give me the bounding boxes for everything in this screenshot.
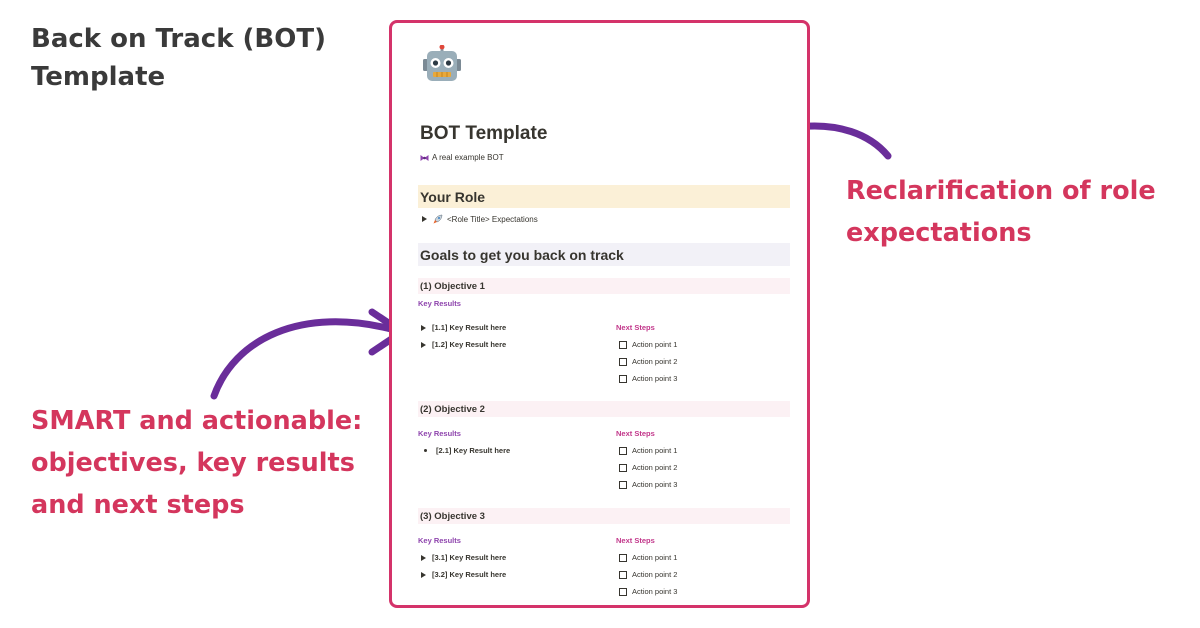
action-item[interactable]: Action point 1	[619, 446, 677, 455]
action-checkbox[interactable]	[619, 463, 627, 472]
next-steps-label: Next Steps	[616, 536, 655, 545]
key-results-label: Key Results	[418, 429, 461, 438]
objective-1-heading: (1) Objective 1	[418, 278, 790, 294]
key-result-text: [1.1] Key Result here	[432, 323, 507, 332]
role-expectations-toggle[interactable]: <Role Title> Expectations	[422, 214, 538, 224]
action-text: Action point 3	[632, 480, 678, 489]
key-results-label: Key Results	[418, 536, 461, 545]
action-item[interactable]: Action point 3	[619, 587, 677, 596]
action-item[interactable]: Action point 2	[619, 357, 677, 366]
objective-3-heading: (3) Objective 3	[418, 508, 790, 524]
role-annotation-line-2: expectations	[846, 218, 1032, 248]
bow-icon	[420, 154, 429, 161]
toggle-triangle-icon[interactable]	[421, 571, 426, 578]
robot-icon	[423, 45, 461, 81]
role-annotation-line-1: Reclarification of role	[846, 176, 1156, 206]
document-subtitle-text: A real example BOT	[432, 153, 504, 162]
action-item[interactable]: Action point 1	[619, 340, 677, 349]
action-text: Action point 3	[632, 374, 678, 383]
goals-heading: Goals to get you back on track	[418, 243, 790, 266]
action-text: Action point 2	[632, 463, 678, 472]
toggle-triangle-icon[interactable]	[421, 324, 426, 331]
action-item[interactable]: Action point 1	[619, 553, 677, 562]
action-item[interactable]: Action point 2	[619, 570, 677, 579]
action-text: Action point 1	[632, 446, 678, 455]
action-checkbox[interactable]	[619, 480, 627, 489]
toggle-triangle-icon[interactable]	[422, 216, 427, 222]
action-checkbox[interactable]	[619, 374, 627, 383]
action-checkbox[interactable]	[619, 587, 627, 596]
action-text: Action point 3	[632, 587, 678, 596]
toggle-triangle-icon[interactable]	[421, 554, 426, 561]
smart-annotation-line-2: objectives, key results	[31, 448, 355, 478]
document-subtitle: A real example BOT	[420, 153, 504, 162]
next-steps-label: Next Steps	[616, 429, 655, 438]
key-result-toggle[interactable]: [1.2] Key Result here	[421, 340, 506, 349]
key-result-text: [1.2] Key Result here	[432, 340, 507, 349]
action-item[interactable]: Action point 2	[619, 463, 677, 472]
action-checkbox[interactable]	[619, 553, 627, 562]
action-item[interactable]: Action point 3	[619, 480, 677, 489]
key-result-text: [2.1] Key Result here	[436, 446, 511, 455]
key-result-text: [3.2] Key Result here	[432, 570, 507, 579]
key-result-item: [2.1] Key Result here	[421, 446, 510, 455]
template-document-card: BOT Template A real example BOT Your Rol…	[389, 20, 810, 608]
toggle-triangle-icon[interactable]	[421, 341, 426, 348]
action-text: Action point 2	[632, 357, 678, 366]
role-annotation: Reclarification of role expectations	[846, 170, 1186, 254]
key-result-toggle[interactable]: [3.2] Key Result here	[421, 570, 506, 579]
action-item[interactable]: Action point 3	[619, 374, 677, 383]
action-checkbox[interactable]	[619, 446, 627, 455]
action-checkbox[interactable]	[619, 570, 627, 579]
key-result-toggle[interactable]: [3.1] Key Result here	[421, 553, 506, 562]
your-role-heading: Your Role	[418, 185, 790, 208]
action-text: Action point 1	[632, 553, 678, 562]
objective-2-heading: (2) Objective 2	[418, 401, 790, 417]
document-title: BOT Template	[420, 123, 548, 144]
smart-annotation-line-1: SMART and actionable:	[31, 406, 363, 436]
key-results-label: Key Results	[418, 299, 461, 308]
smart-annotation: SMART and actionable: objectives, key re…	[31, 400, 381, 526]
page-heading: Back on Track (BOT) Template	[31, 20, 351, 96]
page-heading-line-2: Template	[31, 62, 166, 92]
action-text: Action point 1	[632, 340, 678, 349]
rocket-icon	[433, 214, 443, 224]
role-expectations-text: <Role Title> Expectations	[447, 214, 538, 224]
key-result-text: [3.1] Key Result here	[432, 553, 507, 562]
key-result-toggle[interactable]: [1.1] Key Result here	[421, 323, 506, 332]
page-heading-line-1: Back on Track (BOT)	[31, 24, 326, 54]
action-checkbox[interactable]	[619, 340, 627, 349]
next-steps-label: Next Steps	[616, 323, 655, 332]
action-checkbox[interactable]	[619, 357, 627, 366]
smart-annotation-line-3: and next steps	[31, 490, 245, 520]
action-text: Action point 2	[632, 570, 678, 579]
bullet-icon	[424, 449, 427, 452]
